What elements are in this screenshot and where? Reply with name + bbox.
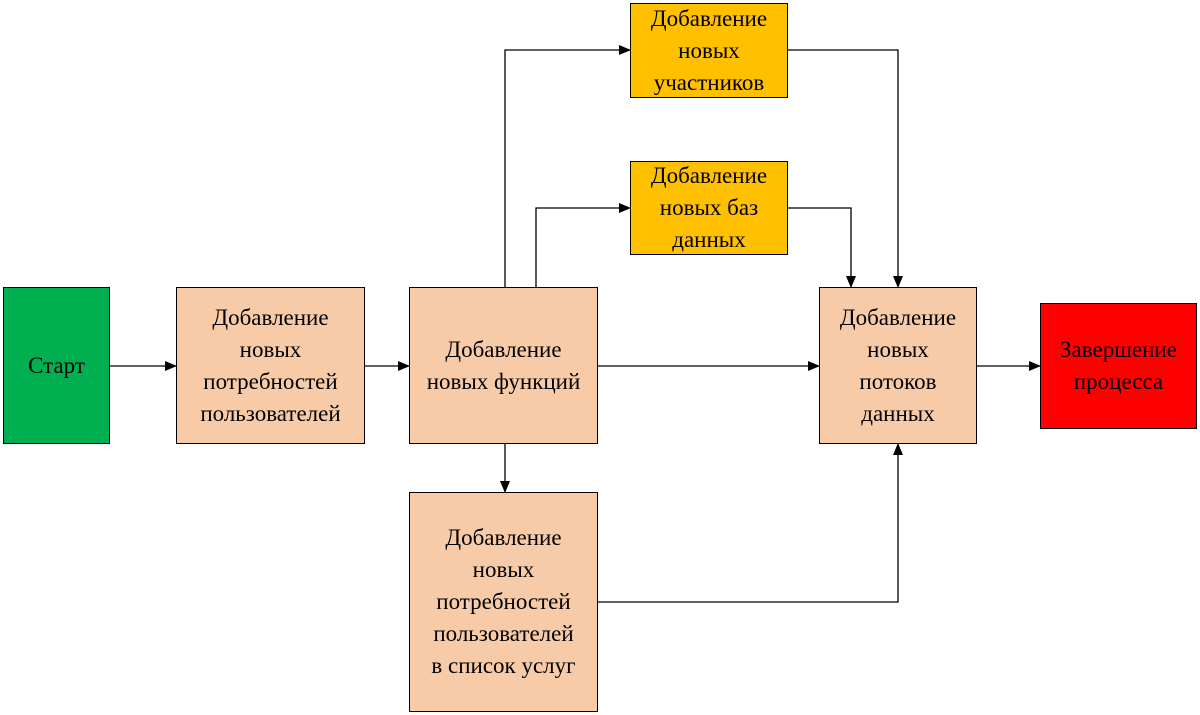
databases-node: Добавление новых баз данных [630,161,788,255]
functions-node: Добавление новых функций [409,287,598,444]
data-flows-node-label: Добавление новых потоков данных [839,304,957,426]
end-node-label: Завершение процесса [1060,337,1177,394]
data-flows-node: Добавление новых потоков данных [819,287,977,444]
end-node: Завершение процесса [1040,303,1197,429]
service-list-node: Добавление новых потребностей пользовате… [409,492,598,712]
user-needs-node-label: Добавление новых потребностей пользовате… [200,304,341,426]
service-list-node-label: Добавление новых потребностей пользовате… [431,525,576,678]
participants-node: Добавление новых участников [630,3,788,98]
start-node: Старт [3,287,110,444]
functions-node-label: Добавление новых функций [426,336,581,394]
participants-node-label: Добавление новых участников [650,5,768,95]
edge-service-list-to-data-flows [598,443,903,603]
user-needs-node: Добавление новых потребностей пользовате… [176,287,365,444]
edge-participants-to-data-flows [788,49,903,288]
databases-node-label: Добавление новых баз данных [650,163,768,252]
edge-functions-to-databases [535,203,631,287]
edge-functions-to-participants [504,45,631,287]
edge-databases-to-data-flows [788,207,856,288]
start-node-label: Старт [28,352,85,378]
